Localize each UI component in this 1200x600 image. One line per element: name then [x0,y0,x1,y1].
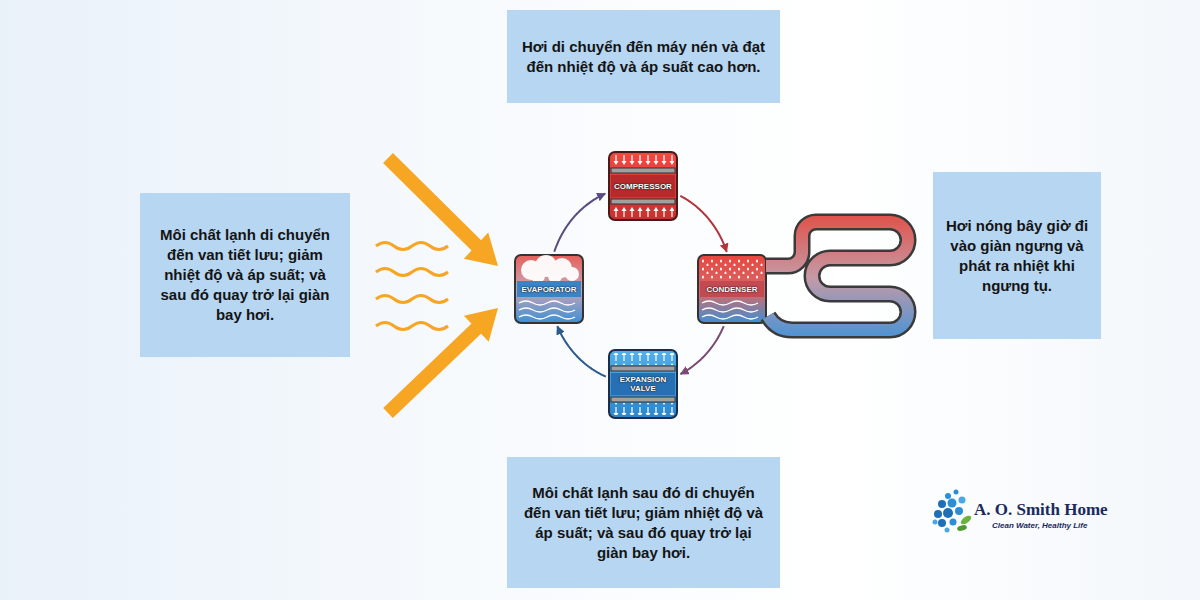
pressure-arrows [612,205,674,217]
label-band [611,175,675,197]
node-text: Môi chất lạnh sau đó di chuyển đến van t… [519,483,768,563]
node-text: CONDENSER [703,285,761,294]
condenser-body [698,255,766,323]
cycle-connector [680,196,726,252]
brand-slogan: Clean Water, Healthy Life [992,521,1087,530]
evaporator-box: EVAPORATOR [515,255,583,323]
heat-waves [376,243,448,330]
evaporator-body [515,255,583,323]
node-text: COMPRESSOR [614,182,672,191]
piston-bar [611,168,675,173]
compressor-box: COMPRESSOR [609,152,677,220]
pressure-arrows [612,155,674,167]
compressor-icon [609,152,677,220]
node-text: EXPANSION VALVE [614,375,672,393]
cycle-connector [554,194,605,252]
valve-bar [611,366,675,371]
heat-arrow-head [464,232,498,266]
piston-bar [611,199,675,204]
condensate-drops [701,258,763,279]
label-band [517,281,581,297]
vapour-clouds [521,255,579,283]
node-text: EVAPORATOR [520,285,578,294]
water-waves [519,301,575,319]
node-text: Môi chất lạnh di chuyển đến van tiết lưu… [152,225,338,325]
condenser-icon [698,255,766,323]
expansion-valve-box: EXPANSION VALVE [609,350,677,418]
callout-box: Hơi nóng bây giờ đi vào giàn ngưng và ph… [933,172,1101,339]
condenser-box: CONDENSER [698,255,766,323]
cycle-connector [557,326,606,376]
node-text: Hơi di chuyển đến máy nén và đạt đến nhi… [519,37,768,77]
heat-arrow [388,327,478,413]
pressure-arrows [612,403,674,415]
cycle-connector [681,326,724,374]
label-band [611,373,675,395]
callout-box: Hơi di chuyển đến máy nén và đạt đến nhi… [507,10,780,103]
callout-box: Môi chất lạnh sau đó di chuyển đến van t… [507,457,780,588]
callout-box: Môi chất lạnh di chuyển đến van tiết lưu… [140,193,350,357]
coil-tube [766,222,908,330]
heat-arrow [388,158,478,247]
pressure-arrows [612,353,674,365]
valve-body [609,350,677,418]
heat-arrow-head [464,308,498,342]
coil-outline [766,222,908,330]
expansion-valve-icon [609,350,677,418]
evaporator-icon [515,255,583,323]
node-text: Hơi nóng bây giờ đi vào giàn ngưng và ph… [945,216,1089,296]
valve-bar [611,397,675,402]
label-band [700,281,764,297]
compressor-body [609,152,677,220]
water-waves [702,301,758,319]
brand-name: A. O. Smith Home [974,500,1108,520]
condenser-coil [766,222,908,330]
logo-mark [933,490,973,533]
heat-input [376,158,498,413]
